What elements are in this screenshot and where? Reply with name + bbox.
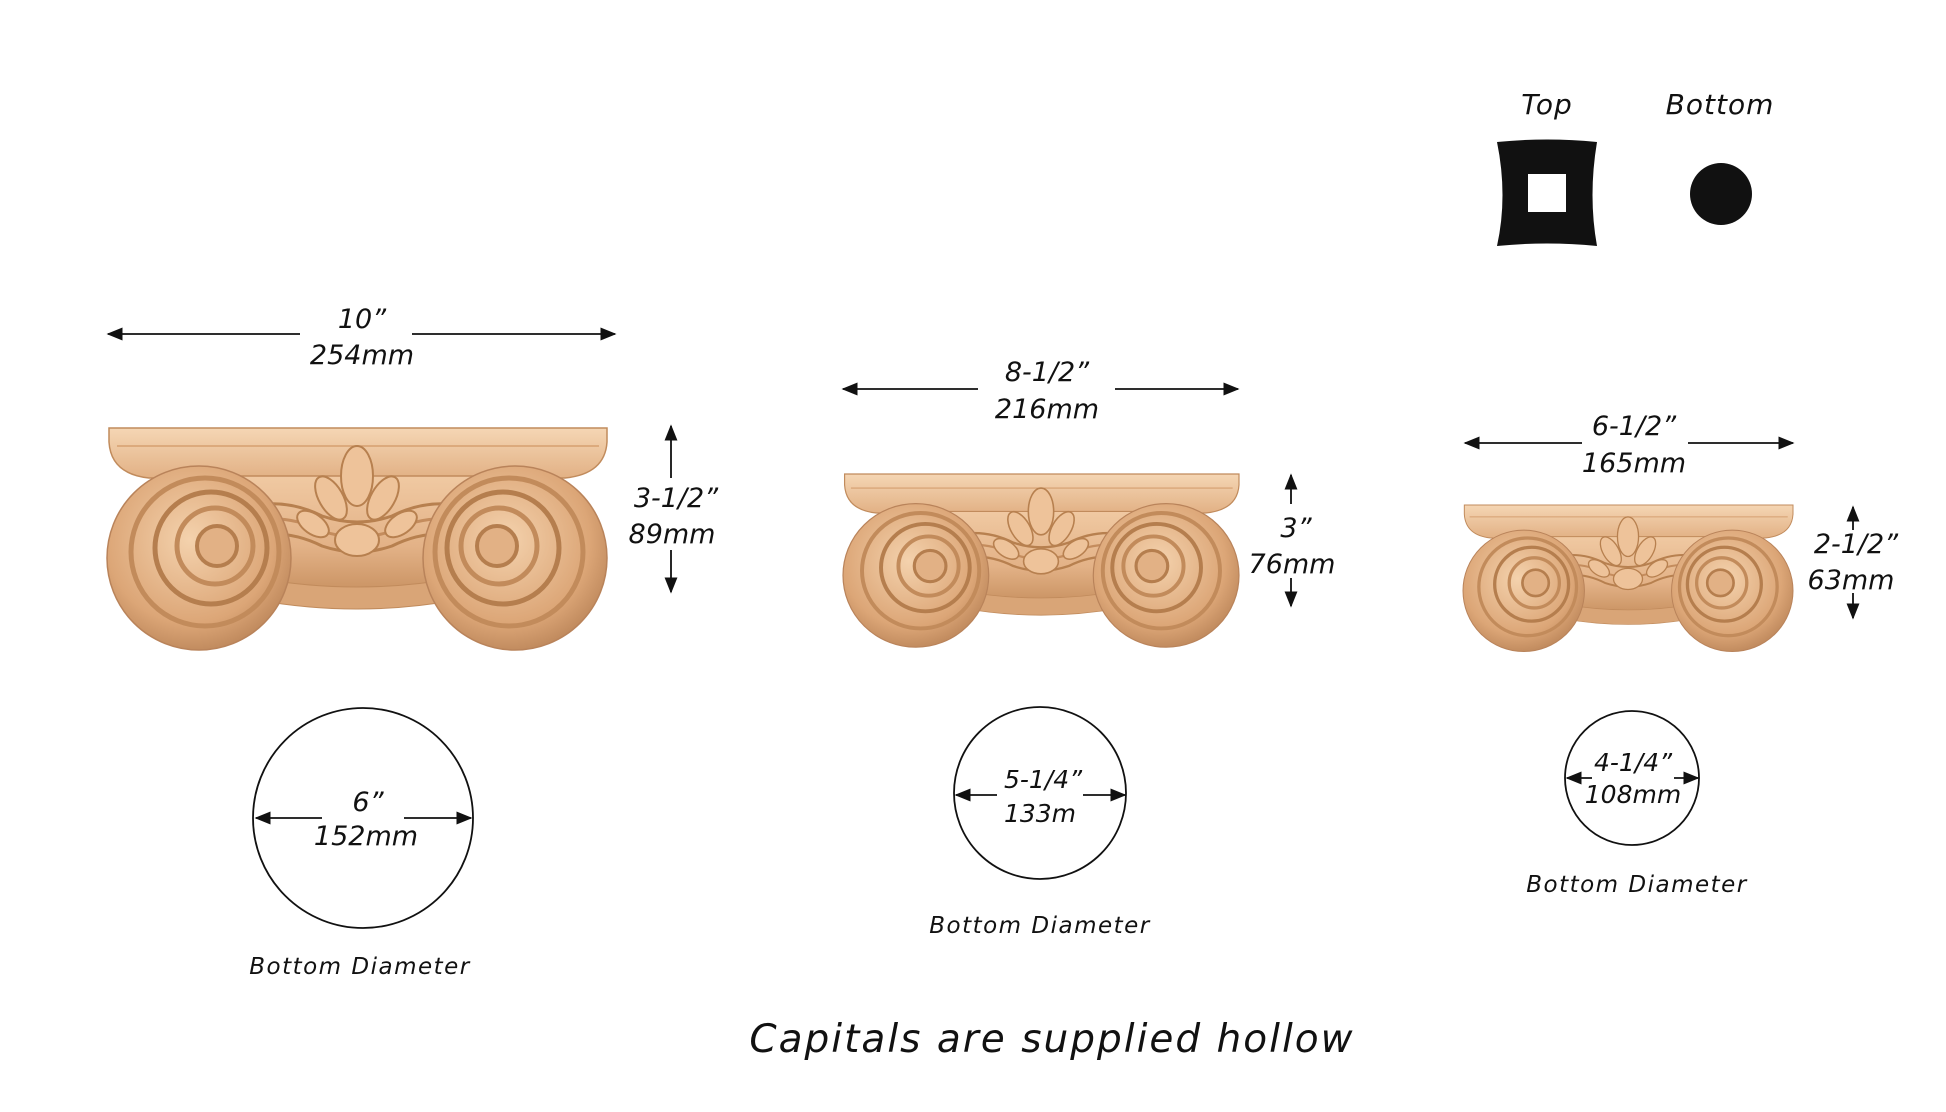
width-mm-label: 254mm — [310, 340, 414, 371]
capital-medium-image — [841, 472, 1241, 650]
diameter-circle — [252, 707, 474, 929]
width-dimension-medium: 8-1/2” 216mm — [841, 357, 1240, 425]
height-mm-label: 89mm — [629, 519, 716, 550]
capital-large: 10” 254mm 3-1/2” 89mm 6” 152mm Bottom Di… — [107, 304, 719, 980]
capital-medium: 8-1/2” 216mm 3” 76mm 5-1/4” 133m Bottom … — [841, 357, 1336, 939]
height-mm-label: 76mm — [1249, 549, 1336, 580]
width-mm-label: 216mm — [995, 394, 1099, 425]
height-inches-label: 3” — [1280, 513, 1312, 544]
shape-legend: Top Bottom — [1497, 88, 1775, 246]
capital-small-image — [1461, 503, 1795, 654]
top-hollow-square — [1528, 174, 1566, 212]
width-inches-label: 6-1/2” — [1592, 411, 1677, 442]
capital-small: 6-1/2” 165mm 2-1/2” 63mm 4-1/4” 108mm Bo… — [1461, 411, 1899, 898]
bottom-diameter-small: 4-1/4” 108mm Bottom Diameter — [1526, 710, 1748, 898]
capital-large-image — [107, 428, 607, 650]
width-dimension-large: 10” 254mm — [106, 304, 617, 371]
diameter-mm-label: 108mm — [1585, 780, 1681, 809]
diameter-inches-label: 5-1/4” — [1004, 765, 1083, 794]
hollow-note: Capitals are supplied hollow — [749, 1017, 1354, 1062]
diameter-inches-label: 4-1/4” — [1594, 748, 1673, 777]
width-inches-label: 10” — [338, 304, 387, 335]
diameter-caption: Bottom Diameter — [1526, 872, 1748, 898]
bottom-round-shape-icon — [1690, 163, 1752, 225]
width-inches-label: 8-1/2” — [1005, 357, 1090, 388]
diameter-mm-label: 152mm — [314, 821, 418, 852]
diameter-caption: Bottom Diameter — [249, 954, 471, 980]
diameter-mm-label: 133m — [1004, 799, 1076, 828]
width-dimension-small: 6-1/2” 165mm — [1463, 411, 1795, 479]
height-dimension-medium: 3” 76mm — [1249, 473, 1336, 608]
height-dimension-large: 3-1/2” 89mm — [629, 424, 719, 594]
height-dimension-small: 2-1/2” 63mm — [1808, 505, 1899, 620]
height-inches-label: 2-1/2” — [1814, 529, 1899, 560]
legend-top-label: Top — [1521, 88, 1573, 121]
height-inches-label: 3-1/2” — [634, 483, 719, 514]
diameter-caption: Bottom Diameter — [929, 913, 1151, 939]
bottom-diameter-medium: 5-1/4” 133m Bottom Diameter — [929, 706, 1151, 939]
bottom-diameter-large: 6” 152mm Bottom Diameter — [249, 707, 474, 980]
legend-bottom-label: Bottom — [1666, 88, 1775, 121]
width-mm-label: 165mm — [1582, 448, 1686, 479]
height-mm-label: 63mm — [1808, 565, 1895, 596]
diameter-inches-label: 6” — [352, 787, 384, 818]
